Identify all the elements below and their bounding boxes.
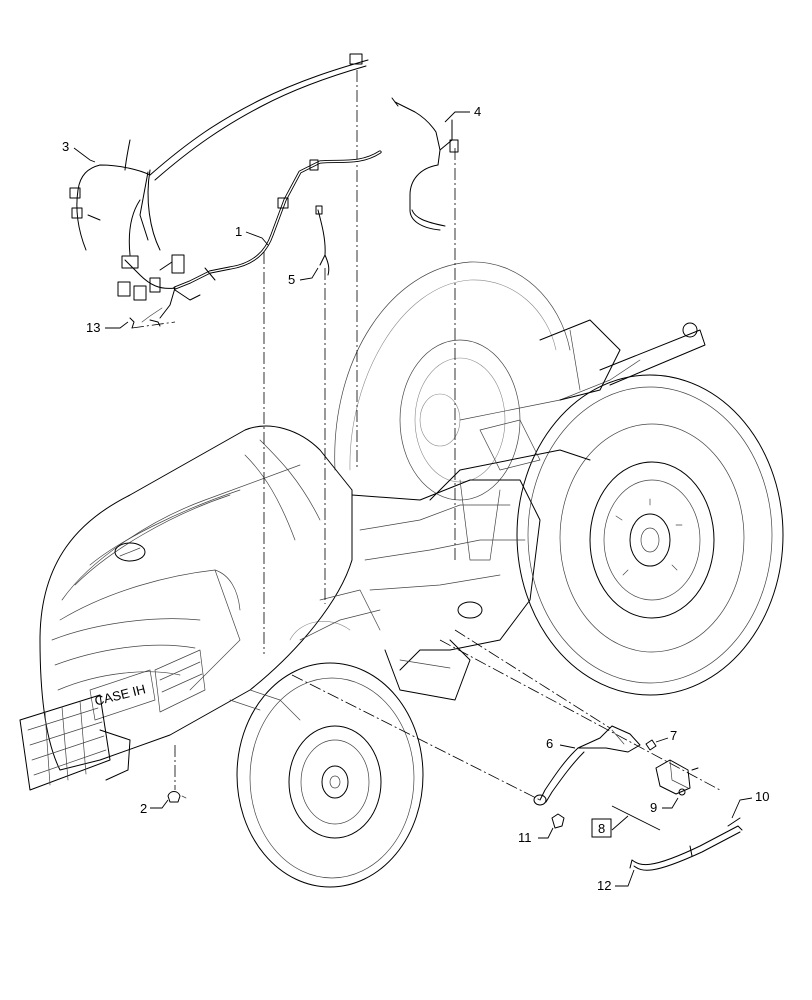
tractor-hood: CASE IH: [39, 425, 353, 771]
tractor-chassis: [229, 319, 706, 721]
callout-3: 3: [62, 139, 69, 154]
rod-part-12: [629, 825, 743, 871]
front-right-wheel: [236, 662, 424, 888]
rear-right-wheel: [516, 374, 784, 696]
clip-part-13: [129, 317, 161, 329]
callout-13: 13: [86, 320, 100, 335]
rod-part-10: [727, 817, 741, 827]
callout-10: 10: [755, 789, 769, 804]
sensor-bracket-assembly-6: [533, 725, 641, 806]
callout-6: 6: [546, 736, 553, 751]
projection-lines: [131, 70, 721, 801]
rear-left-wheel: [334, 261, 571, 501]
callout-leaders: [73, 111, 753, 887]
callout-11: 11: [518, 830, 532, 845]
callout-2: 2: [140, 801, 147, 816]
callout-1: 1: [235, 224, 242, 239]
clip-part-2: [167, 791, 187, 803]
kit-bracket-8: [611, 805, 661, 831]
callout-4: 4: [474, 104, 481, 119]
nut-11: [551, 813, 565, 829]
sensor-9: [655, 759, 699, 796]
main-wiring-harness-1: [117, 150, 382, 323]
callout-8-box: [591, 818, 612, 838]
callout-7: 7: [670, 728, 677, 743]
wiring-harness-3: [69, 53, 369, 251]
callout-5: 5: [288, 272, 295, 287]
callout-12: 12: [597, 878, 611, 893]
wiring-harness-5: [315, 205, 330, 276]
callout-9: 9: [650, 800, 657, 815]
wiring-harness-4: [391, 97, 459, 231]
front-weights: [19, 694, 131, 791]
callout-labels: 1 2 3 4 5 6 7 8 9 10 11 12 13: [62, 104, 769, 893]
front-left-wheel: [289, 621, 351, 641]
callout-8: 8: [598, 821, 605, 836]
bolt-7: [645, 739, 657, 751]
